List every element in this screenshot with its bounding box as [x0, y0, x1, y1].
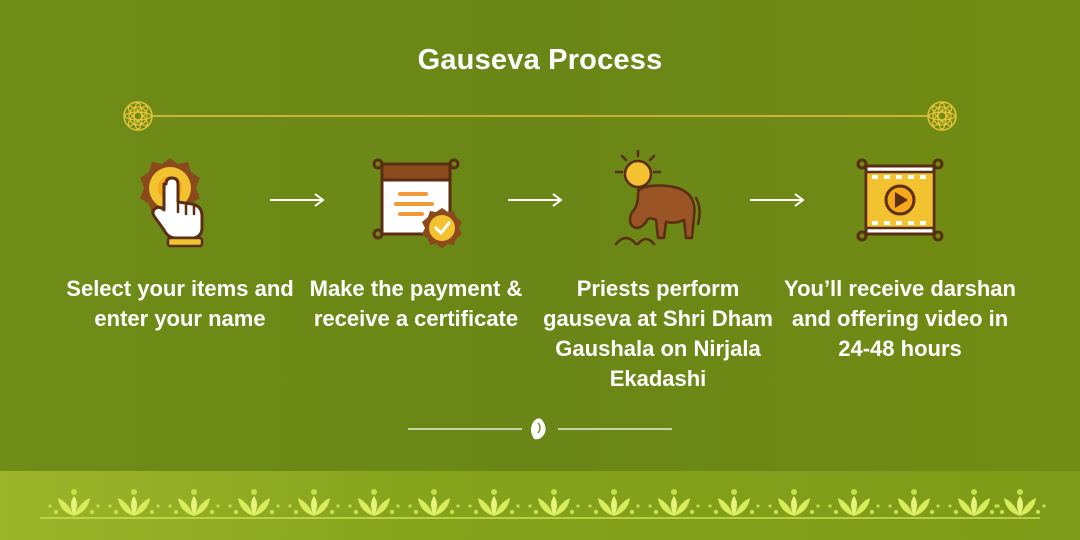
mandala-icon — [927, 101, 957, 131]
cow-sun-icon — [614, 150, 701, 246]
step-receive-video: You’ll receive darshan and offering vide… — [784, 150, 1016, 400]
video-play-icon — [856, 158, 944, 242]
bottom-divider — [408, 418, 672, 440]
tap-hand-badge-icon — [140, 158, 204, 248]
conch-icon — [531, 418, 546, 440]
footer-band — [0, 471, 1080, 540]
step-label: Select your items and enter your name — [66, 276, 294, 331]
step-payment-certificate: Make the payment & receive a certificate — [306, 150, 526, 400]
mandala-icon — [123, 101, 153, 131]
arrow-right-icon — [508, 193, 563, 207]
certificate-icon — [372, 158, 462, 248]
arrow-right-icon — [750, 193, 805, 207]
step-label: Make the payment & receive a certificate — [309, 276, 523, 331]
leaf-motif-icon — [48, 489, 1046, 516]
step-select-items: Select your items and enter your name — [66, 150, 294, 400]
top-divider — [123, 101, 957, 131]
page-title: Gauseva Process — [417, 44, 663, 76]
arrow-right-icon — [270, 193, 325, 207]
step-label: Priests perform gauseva at Shri Dham Gau… — [543, 276, 773, 391]
step-label: You’ll receive darshan and offering vide… — [784, 276, 1016, 361]
leaf-motif-border — [40, 489, 1046, 519]
step-priests-perform: Priests perform gauseva at Shri Dham Gau… — [543, 150, 773, 400]
